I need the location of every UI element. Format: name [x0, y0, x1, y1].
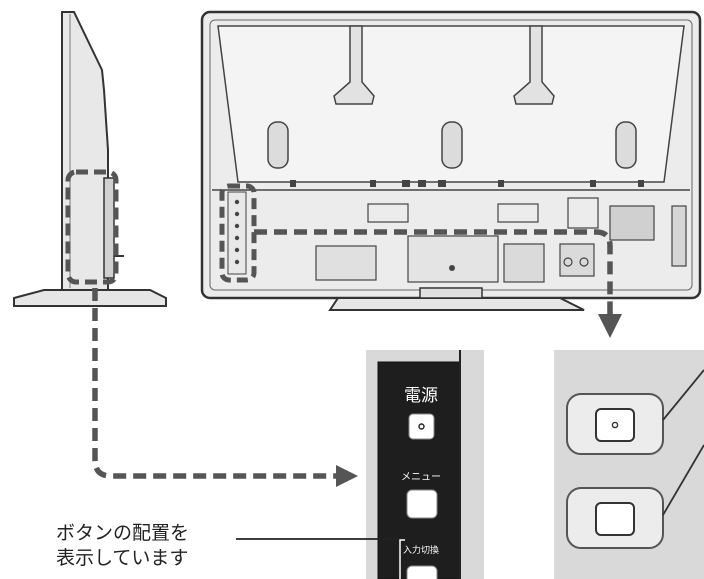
- rear-terminal-block-3: [503, 243, 545, 283]
- rear-power-button-dot-icon: [611, 421, 619, 429]
- side-connector-line: [92, 288, 336, 479]
- annotation-line-2: 表示しています: [56, 547, 189, 569]
- rear-terminal-block-4: [559, 243, 595, 277]
- panel-zoom-dark: [377, 361, 461, 579]
- rear-side-ports: [671, 205, 687, 267]
- side-connector-arrowhead-icon: [336, 465, 358, 487]
- rear-button-dots: [234, 199, 240, 265]
- leader-line-power: [662, 369, 704, 421]
- input-bracket: [399, 539, 405, 579]
- power-label: 電源: [404, 386, 438, 406]
- rear-power-button[interactable]: [595, 408, 635, 442]
- rear-terminal-block-1: [315, 245, 377, 281]
- rear-screw: [449, 265, 455, 271]
- tv-rear-view: [200, 10, 702, 311]
- rear-terminal-block-2: [407, 235, 499, 283]
- rear-label-plate-2: [497, 203, 539, 223]
- rear-bracket-right: [513, 25, 555, 105]
- rear-slot-2: [441, 121, 463, 169]
- rear-slot-3: [615, 121, 637, 169]
- rear-connector-arrowhead-icon: [598, 314, 622, 338]
- tv-rear-upper-panel: [217, 25, 685, 183]
- menu-label: メニュー: [401, 472, 441, 483]
- rear-connector-line: [254, 229, 613, 316]
- tv-side-view: [13, 11, 167, 307]
- rear-menu-button[interactable]: [595, 502, 635, 536]
- rear-vent: [567, 197, 599, 229]
- annotation-text: ボタンの配置を 表示しています: [56, 521, 189, 571]
- power-button[interactable]: [408, 413, 435, 440]
- rear-button-strip: [227, 191, 247, 275]
- tv-rear-stand: [328, 297, 585, 311]
- annotation-line-1: ボタンの配置を: [56, 522, 190, 544]
- connector-arrows: [92, 229, 622, 487]
- menu-button[interactable]: [406, 489, 438, 519]
- tv-side-bump: [103, 177, 115, 279]
- rear-slot-1: [267, 121, 289, 169]
- side-buttons-highlight: [65, 169, 119, 285]
- input-switch-button[interactable]: [406, 565, 438, 579]
- button-panel-zoom: 電源 メニュー 入力切換: [366, 350, 484, 579]
- rear-label-plate-1: [367, 203, 409, 223]
- rear-power-inlet: [609, 205, 655, 241]
- tv-rear-stand-neck: [419, 287, 483, 299]
- rear-screw-row: [290, 180, 644, 187]
- button-panel-rear-zoom: [554, 350, 704, 579]
- rear-bracket-left: [333, 25, 375, 105]
- power-button-dot-icon: [418, 423, 425, 430]
- leader-line-menu: [662, 444, 704, 516]
- input-switch-label: 入力切換: [403, 544, 439, 556]
- tv-side-stand: [13, 289, 167, 307]
